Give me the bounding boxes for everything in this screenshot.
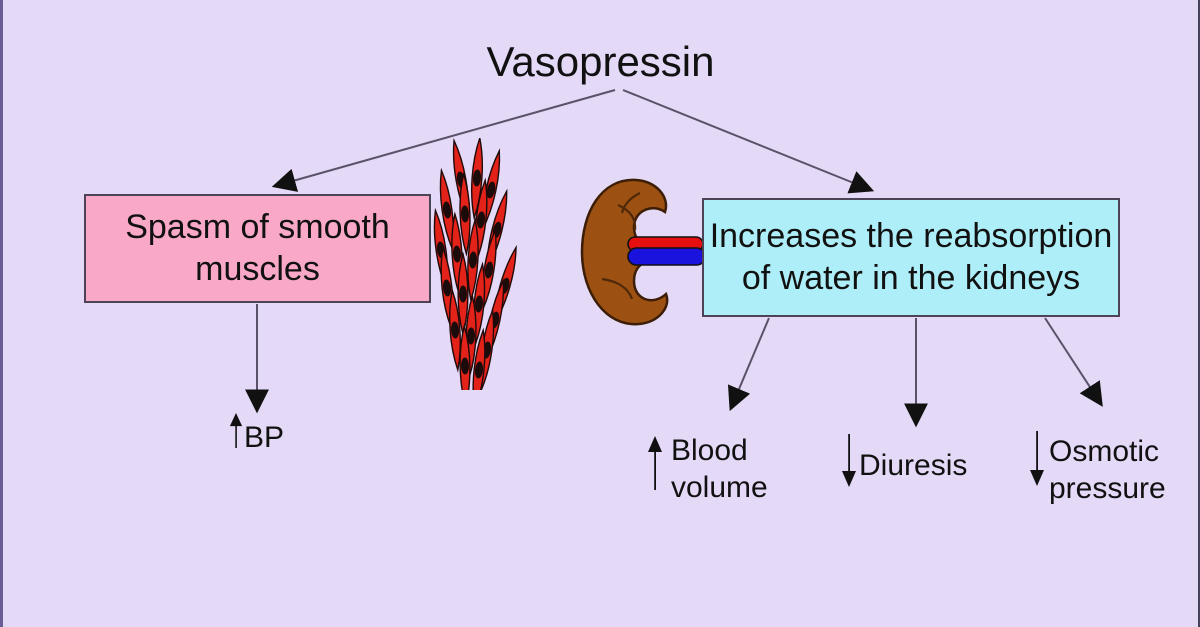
effect-box-water-reabsorption: Increases the reabsorption of water in t…: [702, 198, 1120, 317]
outcome-diuresis-label: Diuresis: [859, 449, 968, 482]
outcome-blood-volume-label: Blood volume: [671, 434, 768, 504]
effect-box-smooth-muscle-label: Spasm of smooth muscles: [125, 208, 390, 288]
muscle-cell-cluster: [429, 138, 519, 390]
effect-box-water-reabsorption-label: Increases the reabsorption of water in t…: [709, 217, 1113, 297]
kidney-detail-lines: [601, 192, 641, 300]
effect-box-smooth-muscle: Spasm of smooth muscles: [84, 194, 431, 303]
smooth-muscle-cells-illustration: [429, 138, 519, 390]
diagram-canvas: Vasopressin Spasm of smooth muscles: [3, 0, 1198, 627]
up-arrow-icon: [229, 413, 243, 448]
outcome-bp-label: BP: [244, 421, 285, 454]
diagram-title: Vasopressin: [486, 38, 715, 85]
down-arrow-icon: [842, 434, 856, 487]
renal-vein: [627, 247, 706, 266]
kidney-body: [580, 178, 669, 326]
up-arrow-icon: [648, 436, 662, 490]
kidney-illustration: [580, 178, 706, 326]
outcome-osmotic-pressure-label: Osmotic pressure: [1049, 435, 1166, 505]
arrow-rightbox-to-osmotic: [1044, 317, 1103, 407]
arrow-rightbox-to-blood-volume: [727, 317, 770, 412]
down-arrow-icon: [1030, 431, 1044, 486]
